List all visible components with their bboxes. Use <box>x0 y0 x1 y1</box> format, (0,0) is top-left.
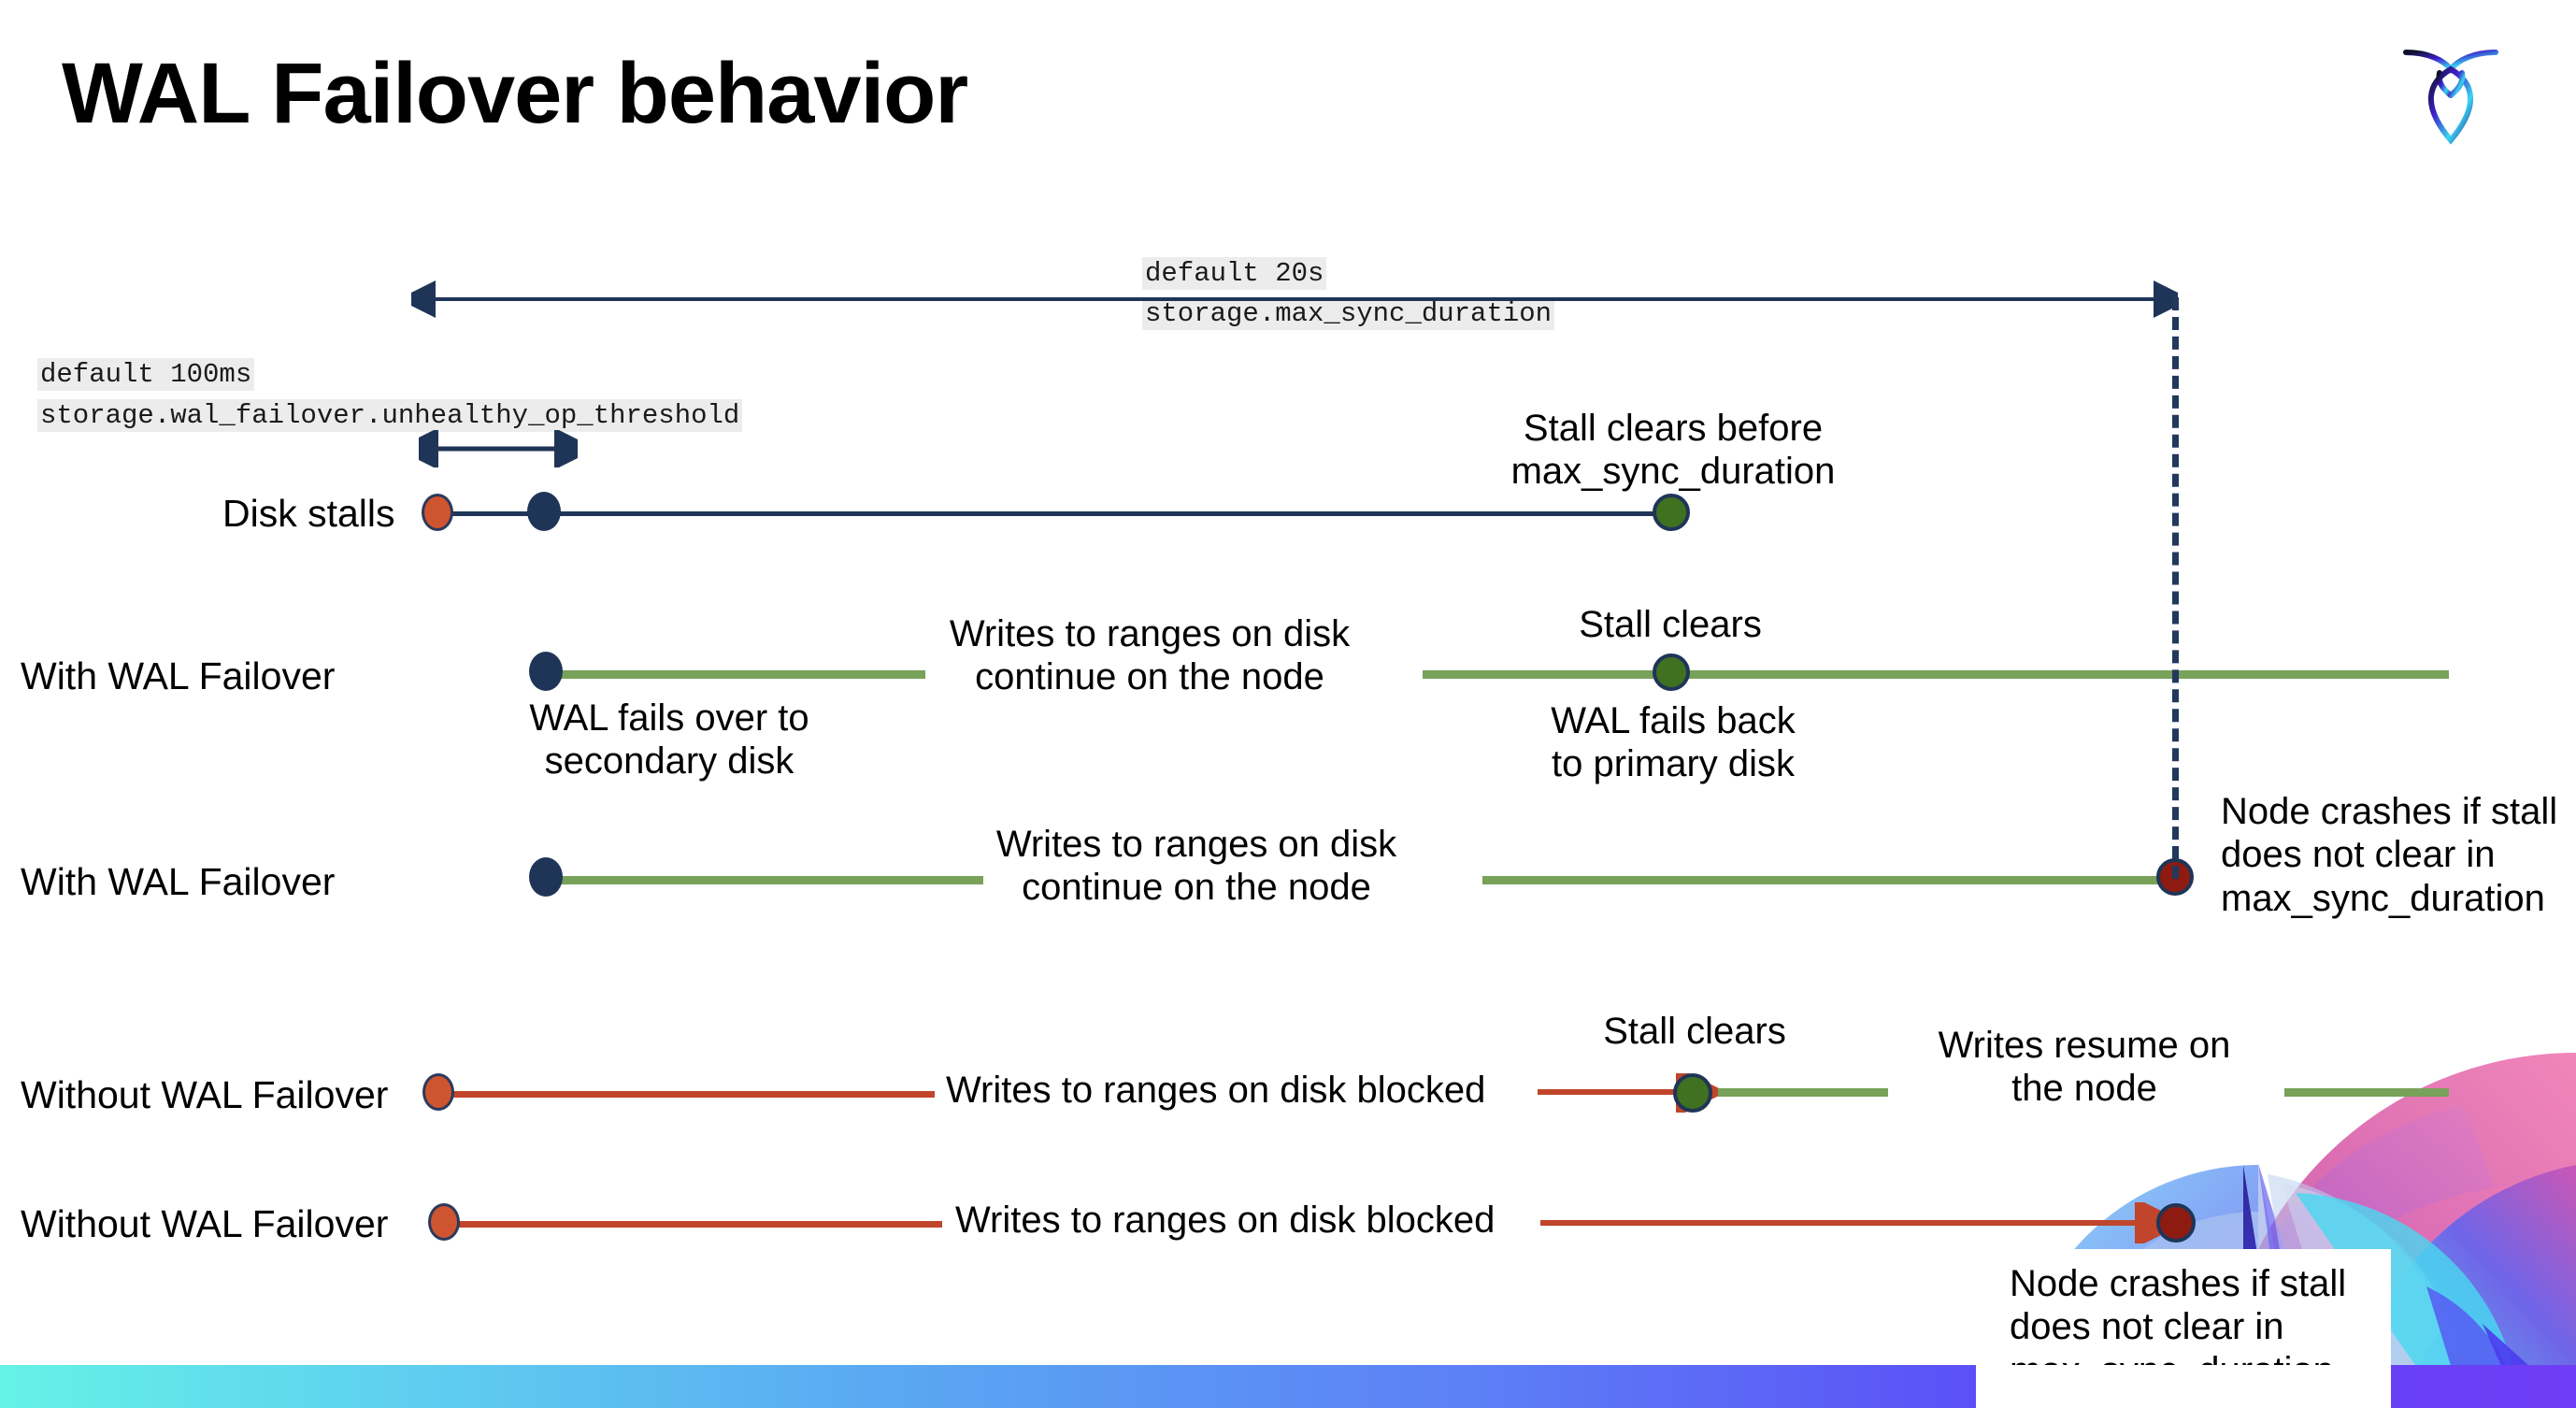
with-wal-failover-2-start-dot <box>529 857 563 897</box>
note-stall-clears-before-max-sync-duration: Stall clears before max_sync_duration <box>1510 408 1836 493</box>
disk-stall-failover-dot <box>527 492 561 531</box>
without-wal-failover-2-arrow-overlay <box>2000 1202 2185 1243</box>
row-label-without-wal-failover-1: Without WAL Failover <box>21 1073 389 1116</box>
bottom-bar-notch <box>1976 1365 2391 1408</box>
note-wal-fails-over: WAL fails over to secondary disk <box>529 697 809 783</box>
without-wal-failover-1-line-left <box>449 1091 935 1098</box>
disk-stall-start-dot <box>422 494 453 531</box>
with-wal-failover-1-line-left <box>548 670 925 679</box>
without-wal-failover-2-line-left <box>454 1221 942 1228</box>
with-wal-failover-1-start-dot <box>529 652 563 691</box>
note-writes-continue-1: Writes to ranges on disk continue on the… <box>949 613 1351 698</box>
with-wal-failover-2-line-left <box>548 876 983 884</box>
cockroachdb-logo-icon <box>2385 28 2516 159</box>
unhealthy-op-threshold-name-text: storage.wal_failover.unhealthy_op_thresh… <box>37 399 743 432</box>
max-sync-duration-span-arrow <box>411 280 2178 318</box>
row-label-with-wal-failover-2: With WAL Failover <box>21 860 336 903</box>
with-wal-failover-1-clear-dot <box>1653 654 1690 691</box>
page-title: WAL Failover behavior <box>62 46 968 141</box>
without-wal-failover-1-clear-dot <box>1673 1073 1712 1113</box>
row-label-without-wal-failover-2: Without WAL Failover <box>21 1202 389 1245</box>
note-stall-clears-1: Stall clears <box>1579 604 1762 645</box>
without-wal-failover-1-arrow <box>1538 1073 1724 1113</box>
max-sync-duration-dashed-connector <box>2172 297 2179 879</box>
with-wal-failover-1-line-right <box>1423 670 2449 679</box>
disk-stall-timeline-line <box>437 511 1676 516</box>
unhealthy-op-threshold-span-arrow <box>419 430 578 467</box>
unhealthy-op-threshold-default-text: default 100ms <box>37 358 255 391</box>
without-wal-failover-1-start-dot <box>422 1073 454 1111</box>
note-node-crashes-1: Node crashes if stall does not clear in … <box>2221 791 2558 919</box>
unhealthy-op-threshold-default-label: default 100ms <box>37 355 255 395</box>
note-writes-continue-2: Writes to ranges on disk continue on the… <box>995 824 1397 909</box>
row-label-disk-stalls: Disk stalls <box>222 492 395 535</box>
note-writes-resume: Writes resume on the node <box>1938 1025 2231 1110</box>
unhealthy-op-threshold-name-label: storage.wal_failover.unhealthy_op_thresh… <box>37 396 743 436</box>
note-writes-blocked-1: Writes to ranges on disk blocked <box>946 1070 1486 1111</box>
without-wal-failover-1-line-right <box>1718 1088 1888 1097</box>
note-stall-clears-2: Stall clears <box>1603 1011 1786 1052</box>
without-wal-failover-2-crash-dot <box>2156 1203 2196 1243</box>
row-label-with-wal-failover-1: With WAL Failover <box>21 654 336 697</box>
without-wal-failover-2-start-dot <box>428 1203 460 1241</box>
without-wal-failover-1-green-overlay <box>2284 1088 2449 1097</box>
note-writes-blocked-2: Writes to ranges on disk blocked <box>955 1200 1496 1241</box>
with-wal-failover-2-line-right <box>1482 876 2176 884</box>
note-wal-fails-back: WAL fails back to primary disk <box>1551 700 1796 785</box>
disk-stall-clear-dot <box>1653 494 1690 531</box>
